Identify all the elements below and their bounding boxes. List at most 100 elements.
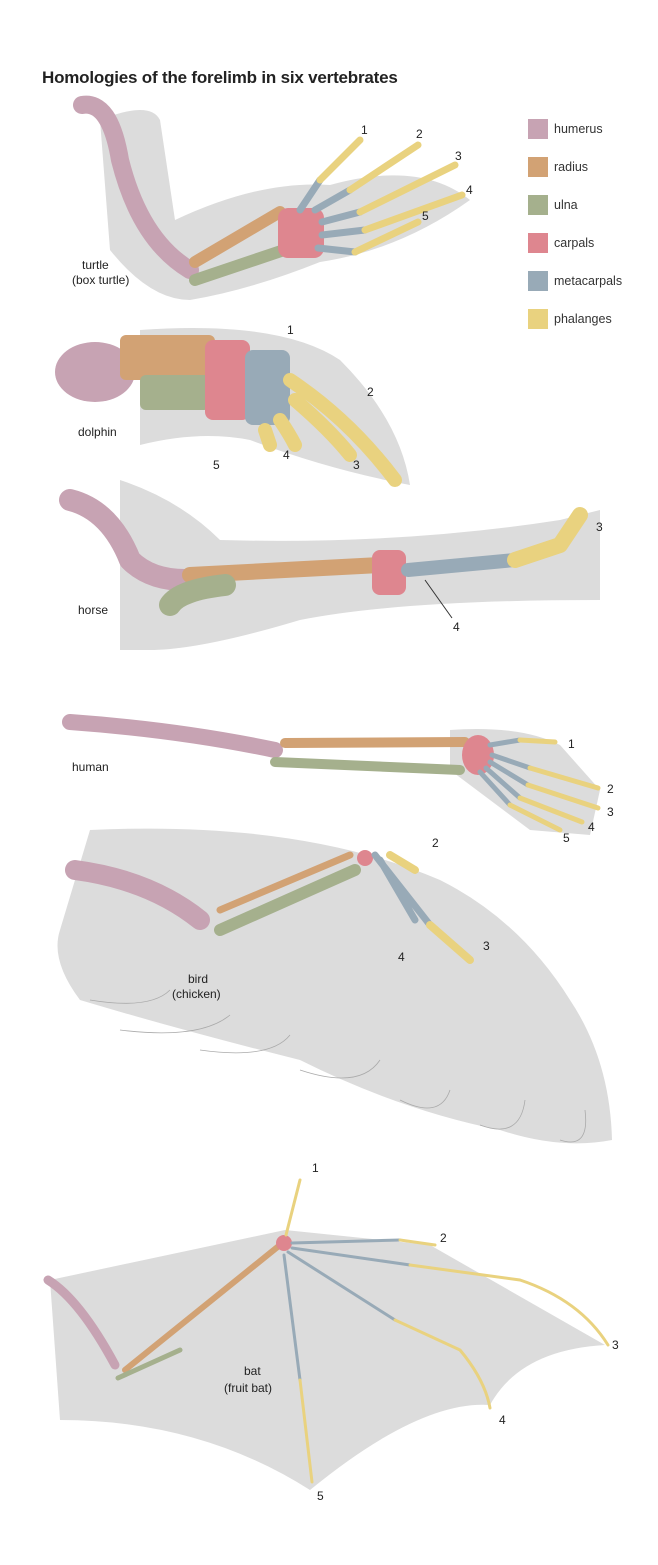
- carpals: [278, 208, 324, 258]
- swatch: [528, 157, 548, 177]
- animal-sublabel: (fruit bat): [224, 1381, 272, 1395]
- wing-membrane: [50, 1230, 605, 1490]
- metacarpal-3: [487, 759, 531, 788]
- digit-number: 1: [568, 737, 575, 751]
- digit-number: 3: [607, 805, 614, 819]
- swatch: [528, 271, 548, 291]
- digit-number: 2: [440, 1231, 447, 1245]
- phalanges: [386, 851, 474, 964]
- legend-item-humerus: humerus: [528, 110, 622, 148]
- dolphin-limb: dolphin 1 2 3 4 5: [55, 323, 410, 487]
- digit-number: 5: [317, 1489, 324, 1503]
- phalanges: [356, 161, 459, 216]
- digit-number: 2: [416, 127, 423, 141]
- horse-limb: horse 3 4: [59, 480, 603, 650]
- bat-limb: bat (fruit bat) 1 2 3 4 5: [43, 1161, 619, 1503]
- digit-number: 5: [213, 458, 220, 472]
- diagram-title: Homologies of the forelimb in six verteb…: [42, 68, 398, 87]
- swatch: [528, 119, 548, 139]
- animal-label: turtle: [82, 258, 109, 272]
- phalanges: [316, 136, 364, 184]
- radius: [189, 206, 286, 268]
- ulna: [214, 864, 361, 936]
- digit-number: 3: [612, 1338, 619, 1352]
- phalanges: [351, 218, 422, 256]
- digit-number: 4: [466, 183, 473, 197]
- humerus: [43, 1275, 120, 1370]
- bird-limb: bird (chicken) 2 3 4: [57, 828, 612, 1144]
- phalanges: [517, 795, 585, 825]
- turtle-limb: turtle (box turtle) 1 2 3 4 5: [72, 95, 473, 300]
- legend-label: humerus: [554, 122, 603, 136]
- digit-3: [318, 208, 364, 226]
- phalanges: [517, 737, 558, 745]
- digit-5: [314, 244, 359, 256]
- carpals: [372, 550, 406, 595]
- radius: [280, 737, 470, 748]
- phalanges: [527, 765, 601, 791]
- ulna: [189, 242, 296, 286]
- digit-number: 4: [283, 448, 290, 462]
- phalanges: [408, 1263, 610, 1347]
- humerus: [55, 342, 135, 402]
- legend: humerus radius ulna carpals metacarpals …: [528, 110, 622, 338]
- metacarpal-2: [290, 1238, 402, 1245]
- animal-label: human: [72, 760, 109, 774]
- phalanges: [346, 141, 422, 194]
- leader-line: [424, 579, 453, 619]
- digit-number: 2: [607, 782, 614, 796]
- legend-item-phalanges: phalanges: [528, 300, 622, 338]
- digit-number: 5: [422, 209, 429, 223]
- animal-label: bat: [244, 1364, 261, 1378]
- digit-number: 4: [499, 1413, 506, 1427]
- digit-number: 3: [483, 939, 490, 953]
- metacarpals: [371, 851, 434, 929]
- body-silhouette: [100, 110, 470, 300]
- radius: [182, 557, 388, 583]
- phalanges: [507, 507, 588, 568]
- ulna: [115, 1347, 183, 1381]
- humerus: [59, 489, 196, 591]
- digit-number: 1: [361, 123, 368, 137]
- digit-number: 2: [367, 385, 374, 399]
- ulna: [140, 375, 210, 410]
- phalanges: [398, 1238, 437, 1247]
- metacarpal-3: [290, 1246, 412, 1267]
- digit-2: [311, 186, 354, 214]
- digit-number: 4: [588, 820, 595, 834]
- digit-number: 1: [287, 323, 294, 337]
- legend-label: radius: [554, 160, 589, 174]
- feather-lines: [89, 989, 587, 1143]
- metacarpals: [245, 350, 290, 425]
- digit-4: [318, 226, 369, 239]
- metacarpals: [401, 553, 522, 577]
- animal-sublabel: (box turtle): [72, 273, 129, 287]
- metacarpal-5: [477, 769, 513, 808]
- radius: [122, 1242, 283, 1373]
- digit-number: 5: [563, 831, 570, 845]
- ulna: [159, 574, 236, 616]
- humerus: [73, 95, 199, 279]
- phalanges: [361, 191, 466, 234]
- digit-1: [296, 176, 324, 214]
- digit-number: 3: [596, 520, 603, 534]
- carpals: [357, 850, 373, 866]
- legend-label: carpals: [554, 236, 595, 250]
- animal-label: dolphin: [78, 425, 117, 439]
- ulna: [270, 757, 465, 775]
- digit-number: 4: [398, 950, 405, 964]
- animal-label: bird: [188, 972, 208, 986]
- metacarpal-2: [489, 752, 533, 771]
- digit-number: 3: [353, 458, 360, 472]
- phalanges: [393, 1318, 492, 1410]
- digit-number: 3: [455, 149, 462, 163]
- swatch: [528, 195, 548, 215]
- humerus: [62, 714, 283, 758]
- carpals: [462, 735, 494, 775]
- radius: [120, 335, 215, 380]
- animal-sublabel: (chicken): [172, 987, 221, 1001]
- digit-number: 2: [432, 836, 439, 850]
- legend-item-radius: radius: [528, 148, 622, 186]
- swatch: [528, 309, 548, 329]
